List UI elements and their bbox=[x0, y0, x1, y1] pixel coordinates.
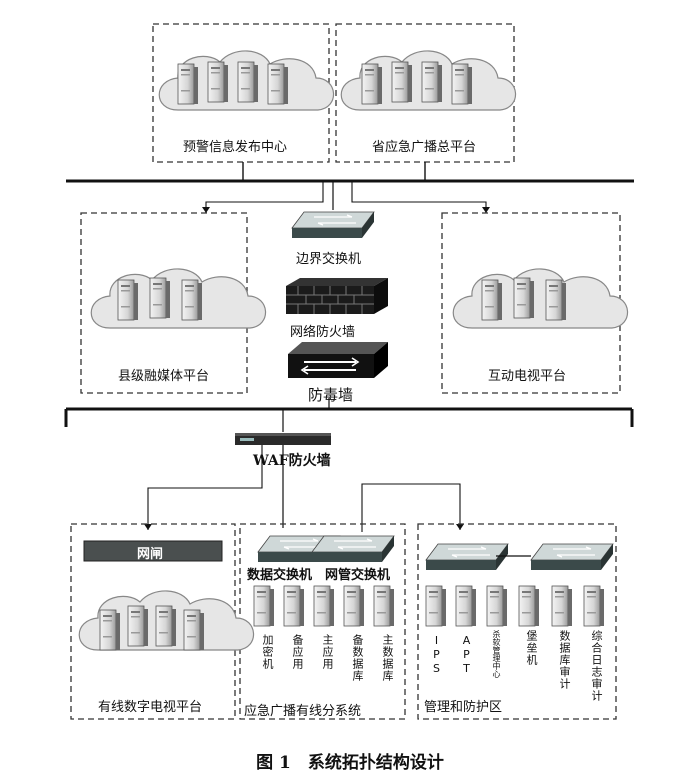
brick-firewall-icon bbox=[286, 278, 388, 314]
mgmt-zone-box bbox=[417, 523, 617, 720]
provincial-platform-label: 省应急广播总平台 bbox=[372, 140, 477, 155]
server-label-main-app: 主应用 bbox=[321, 634, 334, 670]
interactive-tv-label: 互动电视平台 bbox=[488, 369, 567, 384]
server-label-bastion: 堡垒机 bbox=[525, 630, 538, 666]
cable-tv-platform-label: 有线数字电视平台 bbox=[98, 700, 203, 715]
warning-center-label: 预警信息发布中心 bbox=[183, 140, 288, 155]
antivirus-wall-label: 防毒墙 bbox=[308, 386, 354, 404]
server-label-log-audit: 综合日志审计 bbox=[590, 630, 603, 702]
waf-firewall-label: WAF防火墙 bbox=[253, 453, 331, 469]
waf-appliance-icon bbox=[235, 433, 331, 445]
mgmt-zone-label: 管理和防护区 bbox=[424, 700, 503, 715]
server-label-apt: APT bbox=[460, 634, 473, 676]
server-label-ips: IPS bbox=[430, 634, 443, 676]
gatekeeper-bar bbox=[83, 540, 223, 562]
figure-caption: 图 1 系统拓扑结构设计 bbox=[256, 753, 444, 773]
server-label-av-center: 杀软管理中心 bbox=[492, 630, 501, 678]
border-switch-label: 边界交换机 bbox=[296, 252, 362, 267]
antivirus-wall-icon bbox=[288, 342, 388, 378]
gatekeeper-label: 网闸 bbox=[137, 547, 164, 562]
data-switch-label: 数据交换机 bbox=[247, 568, 313, 583]
subsystem-label: 应急广播有线分系统 bbox=[244, 704, 362, 719]
county-platform-label: 县级融媒体平台 bbox=[118, 369, 210, 384]
server-label-encryptor: 加密机 bbox=[261, 634, 274, 670]
nms-switch-label: 网管交换机 bbox=[325, 568, 391, 583]
server-label-db-audit: 数据库审计 bbox=[558, 630, 571, 690]
interactive-box bbox=[441, 212, 621, 394]
network-firewall-label: 网络防火墙 bbox=[290, 325, 356, 340]
server-label-backup-app: 备应用 bbox=[291, 634, 304, 670]
server-label-main-db: 主数据库 bbox=[381, 634, 394, 682]
server-label-backup-db: 备数据库 bbox=[351, 634, 364, 682]
